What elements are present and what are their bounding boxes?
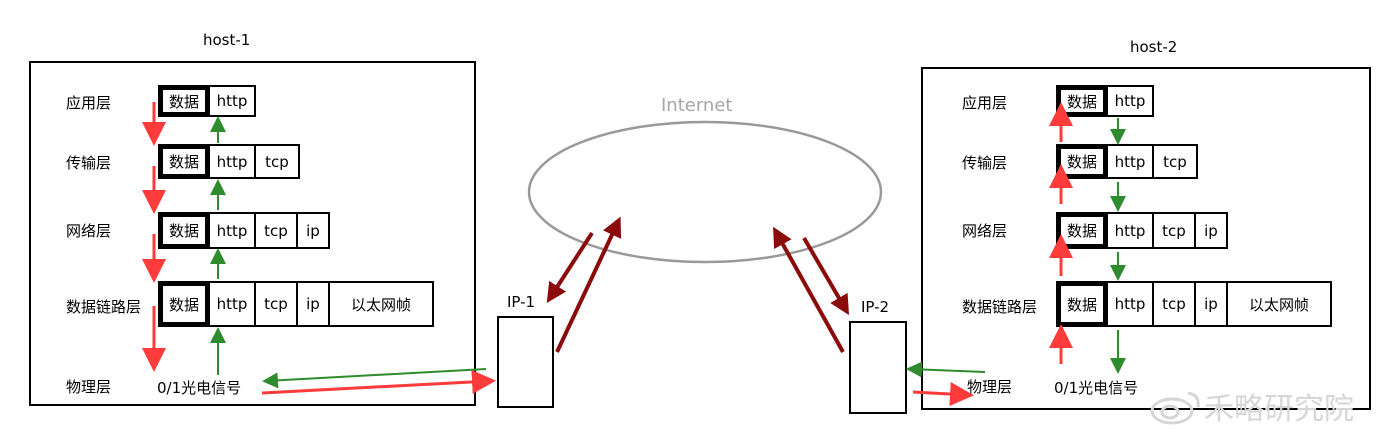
ip-2-label: IP-2: [861, 298, 890, 316]
host-1-app-packet: 数据 http: [158, 85, 256, 117]
host-2-link-layer-label: 数据链路层: [962, 298, 1038, 316]
packet-http-cell: http: [208, 214, 254, 247]
packet-data-cell: 数据: [1058, 146, 1106, 177]
host-1-title: host-1: [203, 31, 251, 49]
packet-ip-cell: ip: [1194, 214, 1226, 247]
packet-http-cell: http: [1106, 214, 1152, 247]
host-2-app-packet: 数据 http: [1056, 85, 1154, 117]
packet-tcp-cell: tcp: [254, 214, 296, 247]
packet-data-cell: 数据: [1058, 283, 1106, 325]
green-arrow-host2-to-ip2: [906, 361, 986, 378]
ip-2-box: [849, 321, 907, 414]
host-1-app-layer-label: 应用层: [66, 94, 112, 112]
host-2-link-packet: 数据 http tcp ip 以太网帧: [1056, 281, 1332, 327]
packet-ip-cell: ip: [296, 214, 328, 247]
dark-red-arrow-ip1-to-internet: [555, 216, 622, 353]
host-1-link-packet: 数据 http tcp ip 以太网帧: [158, 281, 434, 327]
packet-data-cell: 数据: [160, 146, 208, 177]
packet-tcp-cell: tcp: [254, 283, 296, 325]
packet-tcp-cell: tcp: [1152, 283, 1194, 325]
host-2-box: [921, 67, 1371, 410]
internet-label: Internet: [661, 95, 733, 116]
weibo-logo-icon: [1150, 391, 1200, 425]
packet-tcp-cell: tcp: [1152, 214, 1194, 247]
packet-data-cell: 数据: [160, 283, 208, 325]
packet-http-cell: http: [208, 283, 254, 325]
internet-cloud-ellipse: [527, 120, 883, 264]
green-arrow-ip1-to-host1: [262, 368, 487, 389]
host-1-link-layer-label: 数据链路层: [66, 298, 142, 316]
host-2-network-layer-label: 网络层: [962, 222, 1008, 240]
dark-red-arrow-internet-to-ip1: [546, 231, 594, 304]
packet-tcp-cell: tcp: [1152, 146, 1196, 177]
watermark: 禾略研究院: [1148, 384, 1354, 428]
packet-ethernet-frame-cell: 以太网帧: [328, 283, 432, 325]
host-1-network-layer-label: 网络层: [66, 222, 112, 240]
red-arrow-ip2-to-host2: [912, 382, 974, 407]
host-2-title: host-2: [1130, 38, 1178, 56]
dark-red-arrow-internet-to-ip2: [802, 236, 850, 316]
packet-http-cell: http: [1106, 87, 1152, 115]
host-2-transport-packet: 数据 http tcp: [1056, 144, 1198, 179]
packet-ip-cell: ip: [296, 283, 328, 325]
packet-data-cell: 数据: [160, 214, 208, 247]
packet-http-cell: http: [1106, 283, 1152, 325]
packet-ip-cell: ip: [1194, 283, 1226, 325]
host-1-transport-packet: 数据 http tcp: [158, 144, 300, 179]
packet-http-cell: http: [208, 87, 254, 115]
ip-1-box: [497, 316, 554, 408]
host-1-signal-label: 0/1光电信号: [157, 379, 242, 397]
ip-1-label: IP-1: [507, 293, 536, 311]
packet-http-cell: http: [1106, 146, 1152, 177]
host-1-transport-layer-label: 传输层: [66, 154, 112, 172]
red-arrow-host1-to-ip1: [261, 369, 496, 395]
dark-red-arrow-ip2-to-internet: [773, 226, 845, 353]
host-2-transport-layer-label: 传输层: [962, 154, 1008, 172]
host-2-app-layer-label: 应用层: [962, 94, 1008, 112]
packet-data-cell: 数据: [160, 87, 208, 115]
host-2-signal-label: 0/1光电信号: [1054, 379, 1139, 397]
packet-http-cell: http: [208, 146, 254, 177]
host-1-box: [29, 61, 476, 406]
host-2-physical-layer-label: 物理层: [967, 378, 1013, 396]
host-2-network-packet: 数据 http tcp ip: [1056, 212, 1228, 249]
host-1-network-packet: 数据 http tcp ip: [158, 212, 330, 249]
packet-ethernet-frame-cell: 以太网帧: [1226, 283, 1330, 325]
host-1-physical-layer-label: 物理层: [66, 378, 112, 396]
watermark-text: 禾略研究院: [1204, 392, 1354, 427]
packet-tcp-cell: tcp: [254, 146, 298, 177]
